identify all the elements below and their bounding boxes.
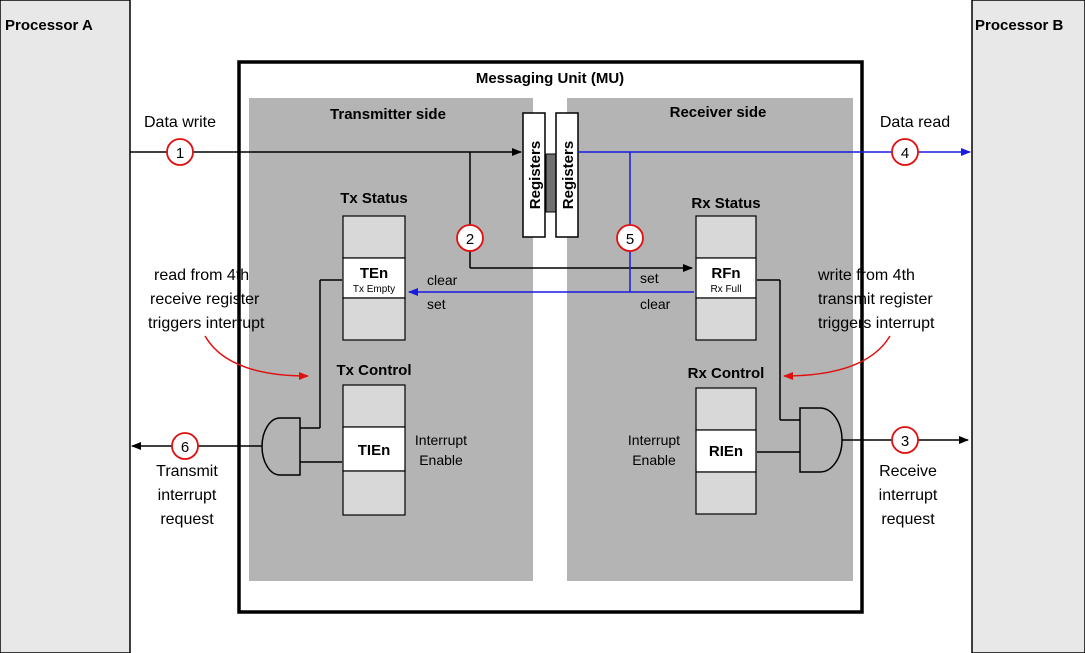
registers-right	[555, 112, 579, 238]
rx-irq-line3: request	[881, 511, 935, 528]
step-6-label: 6	[181, 439, 189, 456]
read-note-line1: read from 4th	[154, 267, 249, 284]
tx-irq-line2: interrupt	[158, 487, 217, 504]
tx-irq-line1: Transmit	[156, 463, 218, 480]
tx-set-label: set	[427, 296, 446, 312]
tien-label: TIEn	[358, 442, 391, 459]
write-note: write from 4th transmit register trigger…	[817, 267, 935, 332]
rx-status: Rx Status RFn Rx Full	[691, 195, 761, 341]
write-note-line1: write from 4th	[817, 267, 915, 284]
tx-interrupt-enable-line2: Enable	[419, 452, 463, 468]
step-5: 5	[616, 224, 644, 252]
rx-irq-line2: interrupt	[879, 487, 938, 504]
rx-interrupt-enable-line1: Interrupt	[628, 432, 680, 448]
rfn-label: RFn	[711, 265, 740, 282]
processor-b: Processor B	[971, 0, 1085, 653]
ten-label: TEn	[360, 265, 388, 282]
tx-irq-label: Transmit interrupt request	[156, 463, 218, 528]
registers-right-label: Registers	[560, 141, 577, 209]
rien-label: RIEn	[709, 443, 743, 460]
rx-set-label: set	[640, 270, 659, 286]
rx-status-title: Rx Status	[691, 195, 760, 212]
rien-register	[695, 429, 757, 473]
receiver-title: Receiver side	[670, 104, 767, 121]
step-3: 3	[891, 426, 919, 454]
tx-status: Tx Status TEn Tx Empty	[340, 190, 408, 341]
rx-interrupt-enable-line2: Enable	[632, 452, 676, 468]
registers-left	[522, 112, 546, 238]
ten-register	[342, 257, 406, 299]
tx-status-title: Tx Status	[340, 190, 408, 207]
processor-b-label: Processor B	[975, 17, 1064, 34]
processor-a-label: Processor A	[5, 17, 93, 34]
rx-irq-line1: Receive	[879, 463, 937, 480]
write-note-line2: transmit register	[818, 291, 933, 308]
rx-control-title: Rx Control	[688, 365, 765, 382]
write-note-arrow	[783, 335, 891, 380]
step-2-label: 2	[466, 231, 474, 248]
processor-a: Processor A	[0, 0, 131, 653]
rx-control: Rx Control RIEn Interrupt Enable	[628, 365, 765, 515]
rx-clear-label: clear	[640, 296, 671, 312]
read-note-line3: triggers interrupt	[148, 315, 265, 332]
step-4: 4	[891, 138, 919, 166]
step-1: 1	[166, 138, 194, 166]
read-note-arrow	[204, 335, 309, 380]
step-1-label: 1	[176, 145, 184, 162]
step-2: 2	[456, 224, 484, 252]
messaging-unit: Messaging Unit (MU) Transmitter side Rec…	[237, 60, 864, 614]
tx-irq-line3: request	[160, 511, 214, 528]
tx-interrupt-enable-line1: Interrupt	[415, 432, 467, 448]
read-note-line2: receive register	[150, 291, 260, 308]
rfn-sublabel: Rx Full	[710, 284, 741, 295]
rx-irq-label: Receive interrupt request	[879, 463, 938, 528]
tx-control: Tx Control TIEn Interrupt Enable	[337, 362, 467, 516]
step-5-label: 5	[626, 231, 634, 248]
data-read-label: Data read	[880, 114, 950, 131]
data-write-label: Data write	[144, 114, 216, 131]
rfn-register	[695, 257, 757, 299]
rx-and-gate	[757, 279, 969, 473]
write-note-line3: triggers interrupt	[818, 315, 935, 332]
ten-sublabel: Tx Empty	[353, 284, 395, 295]
tx-clear-label: clear	[427, 272, 458, 288]
read-note: read from 4th receive register triggers …	[148, 267, 265, 332]
step-4-label: 4	[901, 145, 909, 162]
mu-title: Messaging Unit (MU)	[476, 70, 624, 87]
tien-register	[342, 426, 406, 472]
step-3-label: 3	[901, 433, 909, 450]
step-6: 6	[171, 432, 199, 460]
transmitter-title: Transmitter side	[330, 106, 446, 123]
registers-block: Registers Registers	[522, 112, 579, 238]
registers-left-label: Registers	[527, 141, 544, 209]
tx-control-title: Tx Control	[337, 362, 412, 379]
